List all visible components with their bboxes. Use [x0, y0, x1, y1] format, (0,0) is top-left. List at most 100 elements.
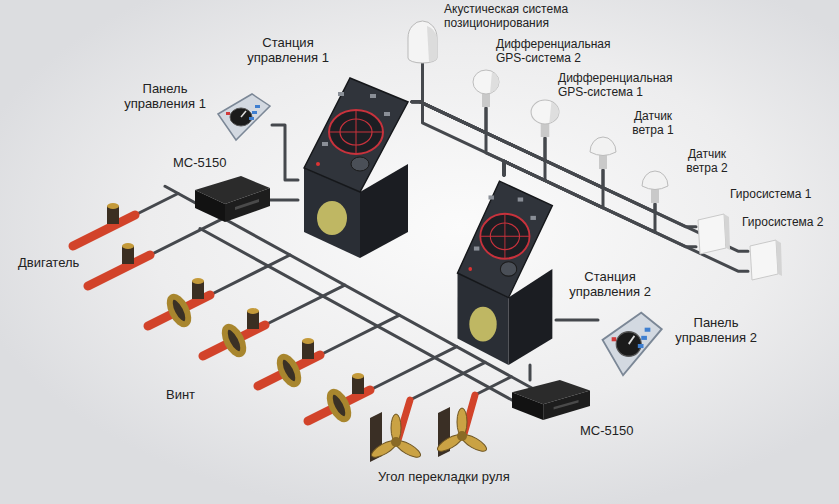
controller-unit: МС-5150 — [512, 380, 590, 420]
screw-ring — [166, 294, 192, 327]
station-light — [317, 201, 347, 235]
group-label: Угол перекладки руля — [378, 470, 510, 485]
control-panel: Панель управления 1 — [214, 92, 272, 142]
bus-connector — [486, 108, 504, 175]
panel-button — [612, 337, 617, 341]
station-console — [304, 78, 408, 192]
dome-shade — [427, 26, 437, 62]
propeller-hub — [457, 431, 467, 441]
station-light — [469, 307, 496, 342]
antenna-dome — [531, 100, 559, 124]
control-station: Станция управления 2 — [452, 175, 556, 365]
bus-connector — [423, 64, 505, 175]
gyro-unit — [748, 240, 782, 280]
acoustic-sensor: Акустическая система позиционирования — [405, 18, 440, 64]
screw-ring — [221, 324, 247, 357]
sensor-cap — [590, 137, 616, 156]
sensor-cap — [642, 171, 668, 190]
shaft — [88, 255, 150, 286]
box-front — [195, 190, 225, 222]
device-label: Панель управления 1 — [120, 82, 210, 112]
panel-button — [641, 336, 647, 340]
box-slot — [235, 199, 259, 210]
panel-button — [255, 105, 260, 108]
console-key — [384, 112, 390, 116]
radar-display — [480, 214, 529, 259]
box-front — [512, 392, 543, 420]
antenna-shade — [549, 102, 559, 123]
bus-line — [150, 218, 223, 255]
device-label: Станция управления 2 — [562, 270, 658, 300]
box-slot — [554, 400, 579, 410]
panel-button — [645, 328, 651, 332]
dome-body — [408, 21, 437, 63]
radar-display — [329, 110, 383, 154]
controller-box — [195, 176, 270, 222]
bus-connector — [529, 365, 532, 380]
gyro-unit — [696, 214, 730, 254]
group-label: Двигатель — [18, 256, 79, 271]
device-label: МС-5150 — [580, 424, 633, 439]
screw-motor-top — [247, 308, 259, 314]
bus-line — [135, 194, 178, 216]
device-label: МС-5150 — [173, 156, 226, 171]
bus-line — [475, 377, 511, 395]
device-label: Станция управления 1 — [238, 36, 338, 66]
device-label: Датчик ветра 2 — [676, 148, 738, 176]
screw-symbol — [148, 278, 370, 422]
gps-antenna — [472, 68, 500, 108]
screw-motor-top — [192, 278, 204, 284]
console-led — [468, 267, 472, 271]
device-label: Дифференциальная GPS-система 1 — [558, 72, 678, 100]
console-key — [530, 216, 535, 220]
bus-connector — [272, 125, 298, 180]
device-label: Гиросистема 1 — [730, 188, 812, 202]
panel-button — [638, 344, 644, 348]
controller-box — [512, 380, 590, 420]
screw-motor-top — [302, 338, 314, 344]
screw-ring — [326, 389, 352, 422]
console-key — [338, 92, 344, 96]
wind-sensor: Датчик ветра 2 — [640, 166, 670, 204]
gyro-face — [750, 240, 778, 280]
gps-sensor: Дифференциальная GPS-система 2 — [472, 68, 500, 108]
bus-line — [320, 315, 400, 355]
bus-connector — [412, 102, 748, 251]
antenna-shade — [490, 72, 499, 93]
radar-axis — [356, 110, 357, 154]
bus-connector — [504, 138, 545, 181]
device-label: Панель управления 2 — [670, 316, 762, 346]
acoustic-dome — [405, 18, 440, 64]
device-label: Гиросистема 2 — [742, 216, 824, 230]
wind-sensor — [640, 166, 670, 204]
engine-top — [107, 203, 119, 209]
gyro-side — [776, 240, 782, 276]
panel-plate — [218, 94, 270, 140]
console-led — [316, 162, 320, 166]
bus-line — [265, 285, 345, 325]
station-console — [457, 181, 552, 297]
panel-body — [214, 92, 272, 142]
gps-antenna — [530, 98, 560, 138]
console-key — [474, 247, 479, 251]
gyro-sensor: Гиросистема 1 — [696, 214, 730, 254]
control-station: Станция управления 1 — [298, 72, 412, 258]
console-key — [322, 142, 328, 146]
gps-sensor: Дифференциальная GPS-система 1 — [530, 98, 560, 138]
group-label: Винт — [166, 388, 195, 403]
gyro-face — [698, 214, 726, 254]
controller-unit: МС-5150 — [195, 176, 270, 222]
control-panel: Панель управления 2 — [598, 310, 664, 378]
panel-dial — [230, 108, 252, 126]
console-key — [370, 94, 376, 98]
wind-sensor: Датчик ветра 1 — [588, 132, 618, 170]
screw-ring — [276, 354, 302, 387]
wind-sensor — [588, 132, 618, 170]
panel-button — [252, 111, 257, 114]
panel-button — [226, 112, 230, 115]
device-label: Акустическая система позиционирования — [444, 3, 584, 31]
console-key — [518, 197, 523, 201]
